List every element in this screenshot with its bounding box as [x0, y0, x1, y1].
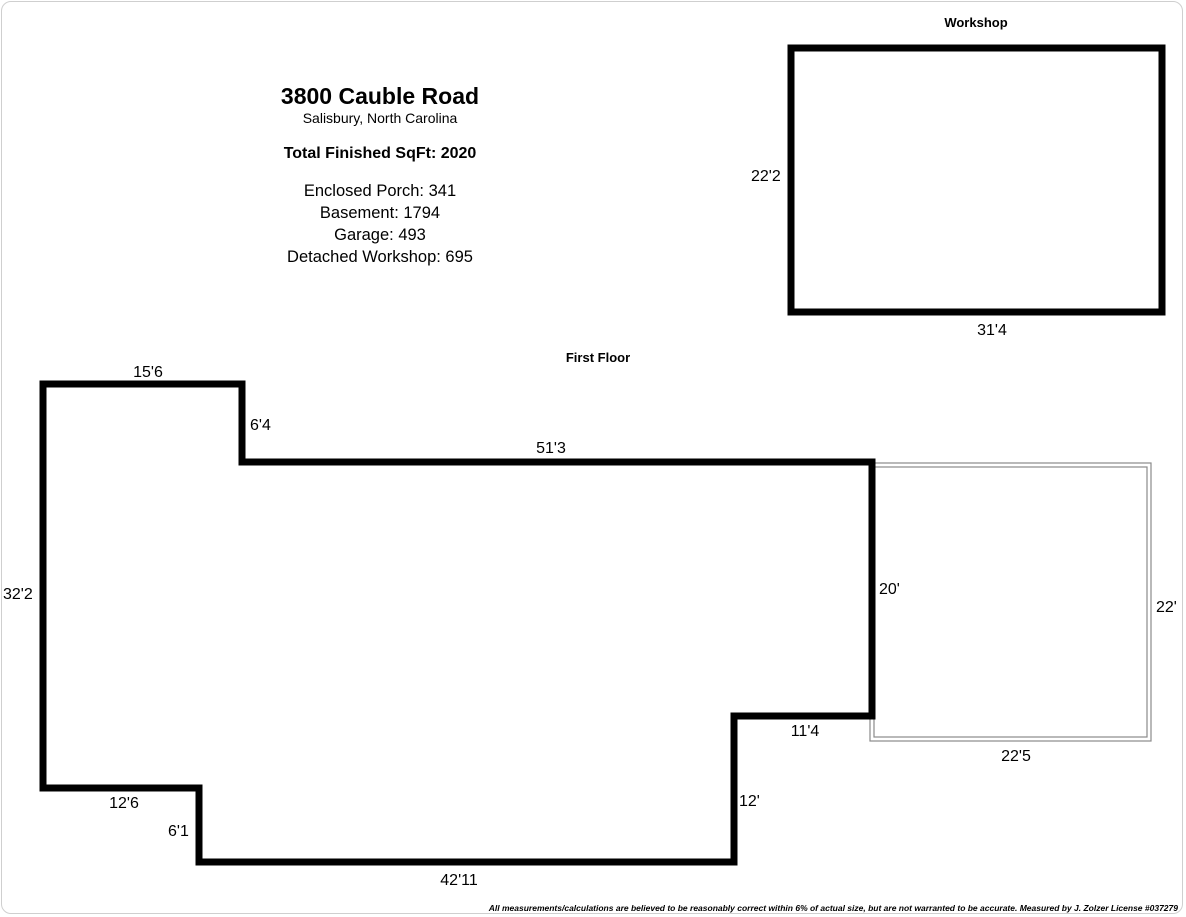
- dim-bottom-left: 12'6: [109, 795, 139, 812]
- measurement-disclaimer: All measurements/calculations are believ…: [488, 903, 1178, 913]
- porch-side-dim: 22': [1156, 599, 1177, 616]
- dim-top-left: 15'6: [133, 364, 163, 381]
- area-detached-workshop: Detached Workshop: 695: [287, 248, 473, 266]
- workshop-title: Workshop: [944, 15, 1007, 30]
- dim-notch-top: 11'4: [791, 723, 820, 740]
- dim-bottom: 42'11: [440, 872, 478, 889]
- property-info: 3800 Cauble Road Salisbury, North Caroli…: [230, 82, 530, 268]
- workshop-outline: [787, 44, 1166, 316]
- area-basement: Basement: 1794: [319, 204, 441, 222]
- area-list: Enclosed Porch: 341 Basement: 1794 Garag…: [230, 180, 530, 268]
- dim-step-bottom: 6'1: [168, 823, 189, 840]
- first-floor-outline: [39, 380, 876, 866]
- first-floor-title: First Floor: [566, 350, 630, 365]
- porch-outline-outer: [869, 462, 1152, 742]
- workshop-width-dim: 31'4: [977, 322, 1007, 339]
- property-address: 3800 Cauble Road: [280, 83, 480, 109]
- property-city: Salisbury, North Carolina: [302, 110, 458, 126]
- porch-bottom-dim: 22'5: [1001, 748, 1031, 765]
- dim-step-top: 6'4: [250, 417, 271, 434]
- dim-notch-side: 12': [739, 793, 760, 810]
- dim-top-main: 51'3: [536, 440, 566, 457]
- area-garage: Garage: 493: [334, 226, 426, 244]
- area-enclosed-porch: Enclosed Porch: 341: [303, 182, 457, 200]
- dim-left: 32'2: [3, 586, 33, 603]
- workshop-height-dim: 22'2: [751, 168, 781, 185]
- dim-right: 20': [879, 581, 900, 598]
- porch-outline-inner: [873, 466, 1148, 738]
- total-finished-sqft: Total Finished SqFt: 2020: [283, 145, 477, 162]
